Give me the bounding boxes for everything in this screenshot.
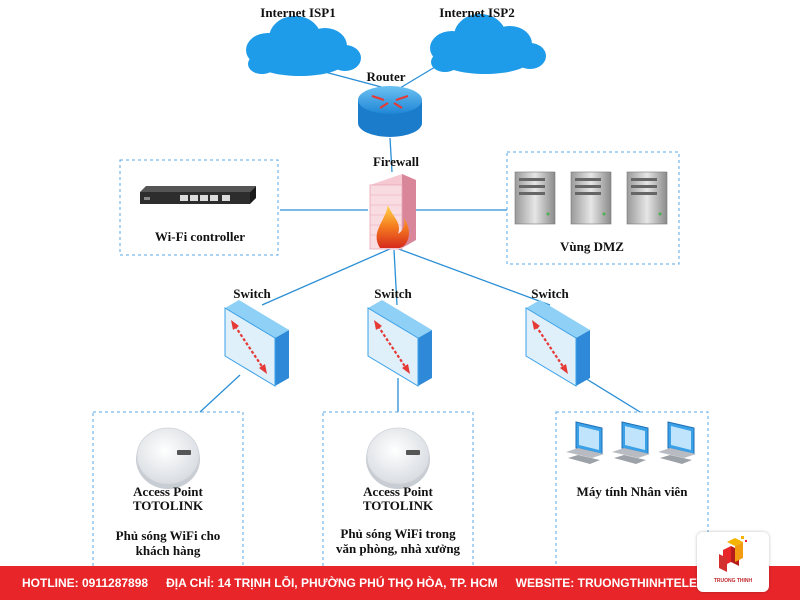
switch-icon-right xyxy=(525,300,590,387)
ap-middle-desc2: văn phòng, nhà xưởng xyxy=(336,541,461,556)
link-switch-left-ap xyxy=(199,374,241,413)
isp2-label: Internet ISP2 xyxy=(439,5,514,20)
footer-hotline[interactable]: HOTLINE: 0911287898 xyxy=(22,576,149,590)
ap-left-line2: TOTOLINK xyxy=(133,498,204,513)
logo-text: TRUONG THINH xyxy=(713,578,753,584)
ap-middle-desc1: Phủ sóng WiFi trong xyxy=(340,526,456,541)
access-point-icon xyxy=(366,427,430,489)
isp1-label: Internet ISP1 xyxy=(260,5,335,20)
dmz-group xyxy=(506,151,680,265)
cloud-icon-isp2 xyxy=(430,14,546,74)
firewall-label: Firewall xyxy=(373,154,419,169)
switch-right-label: Switch xyxy=(531,286,569,301)
ap-left-desc2: khách hàng xyxy=(136,543,201,558)
switch-icon-left xyxy=(224,300,289,387)
wifi-controller-label: Wi-Fi controller xyxy=(155,229,245,244)
link-firewall-switch-middle xyxy=(393,249,398,306)
switch-middle-label: Switch xyxy=(374,286,412,301)
computer-icon xyxy=(612,421,650,464)
wifi-controller-group xyxy=(119,159,279,256)
footer-website[interactable]: WEBSITE: TRUONGTHINHTELECOM.COM xyxy=(515,576,757,590)
logo-mark-icon xyxy=(719,536,747,572)
dmz-label: Vùng DMZ xyxy=(560,239,624,254)
wifi-controller-icon xyxy=(140,186,256,204)
ap-left-line1: Access Point xyxy=(133,484,203,499)
footer-bar: HOTLINE: 0911287898 ĐỊA CHỈ: 14 TRỊNH LỖ… xyxy=(0,566,800,600)
cloud-icon-isp1 xyxy=(246,16,361,76)
link-router-firewall xyxy=(389,137,393,173)
firewall-icon xyxy=(369,174,416,250)
link-switch-right-pcs xyxy=(579,374,641,413)
server-icon xyxy=(570,171,612,225)
ap-middle-line1: Access Point xyxy=(363,484,433,499)
switch-icon-middle xyxy=(367,300,432,387)
access-point-icon xyxy=(136,427,200,489)
router-label: Router xyxy=(367,69,406,84)
ap-middle-line2: TOTOLINK xyxy=(363,498,434,513)
footer-address: ĐỊA CHỈ: 14 TRỊNH LỖI, PHƯỜNG PHÚ THỌ HÒ… xyxy=(166,576,498,590)
server-icon xyxy=(626,171,668,225)
company-logo: TRUONG THINH xyxy=(697,532,769,592)
switch-left-label: Switch xyxy=(233,286,271,301)
ap-left-desc1: Phủ sóng WiFi cho xyxy=(116,528,221,543)
computer-icon xyxy=(566,421,604,464)
link-firewall-switch-left xyxy=(261,247,393,306)
link-firewall-switch-right xyxy=(395,247,551,306)
router-icon xyxy=(358,86,422,137)
staff-pcs-label: Máy tính Nhân viên xyxy=(577,484,689,499)
computer-icon xyxy=(658,421,696,464)
server-icon xyxy=(514,171,556,225)
staff-pcs-group xyxy=(555,411,709,568)
